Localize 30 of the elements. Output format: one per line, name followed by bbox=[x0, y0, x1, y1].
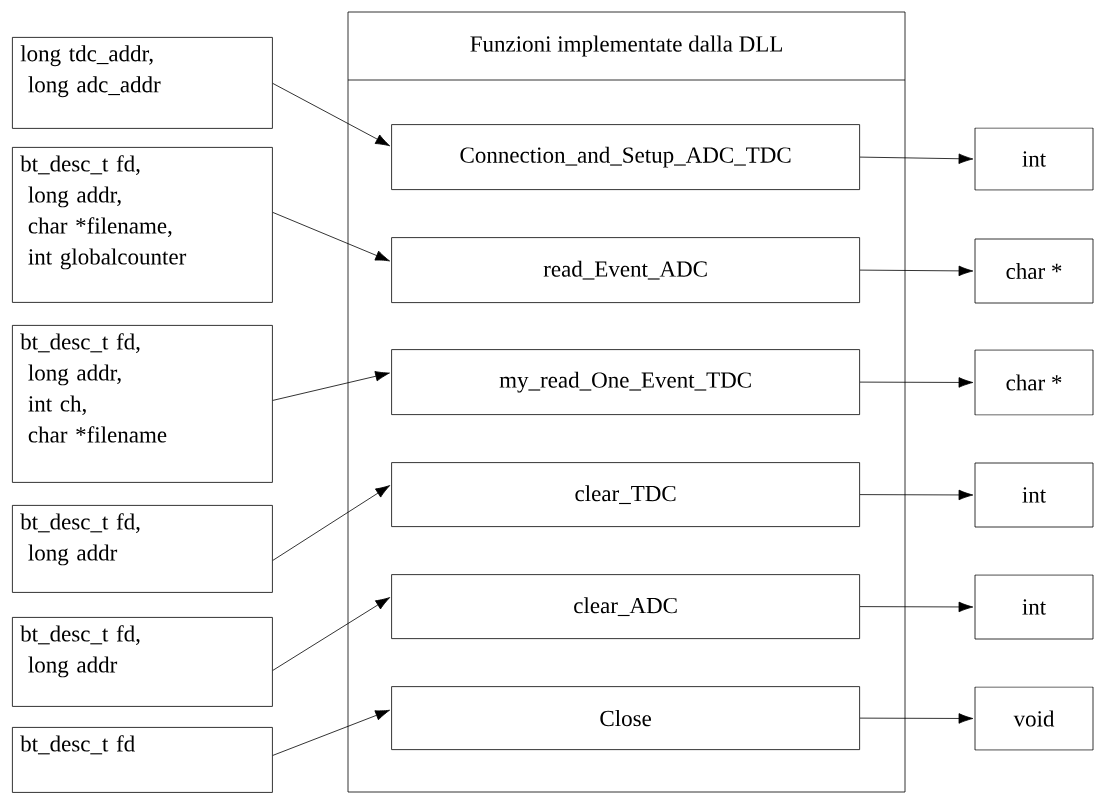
arrow bbox=[272, 212, 390, 262]
return-type-box: char * bbox=[974, 349, 1094, 416]
function-box: my_read_One_Event_TDC bbox=[391, 349, 860, 415]
arrow bbox=[272, 371, 390, 401]
arrow bbox=[272, 83, 391, 147]
return-type-box: void bbox=[974, 686, 1094, 751]
arrow bbox=[272, 709, 390, 756]
return-type-box: int bbox=[974, 462, 1094, 528]
arrow bbox=[859, 713, 974, 724]
arrow bbox=[859, 601, 974, 613]
arrow bbox=[859, 153, 974, 164]
arrow bbox=[272, 597, 391, 671]
parameter-box: bt_desc_t fd, long addr bbox=[12, 617, 273, 707]
arrow bbox=[859, 377, 974, 388]
parameter-box: bt_desc_t fd, long addr, int ch, char *filename bbox=[12, 325, 273, 483]
parameter-box: long tdc_addr, long adc_addr bbox=[12, 37, 273, 129]
parameter-box: bt_desc_t fd bbox=[12, 727, 273, 793]
parameter-box: bt_desc_t fd, long addr bbox=[12, 505, 273, 593]
return-type-box: char * bbox=[974, 238, 1094, 304]
function-box: clear_ADC bbox=[391, 574, 860, 639]
function-box: read_Event_ADC bbox=[391, 237, 860, 303]
return-type-box: int bbox=[974, 127, 1094, 191]
arrow bbox=[859, 489, 974, 501]
arrow bbox=[859, 265, 974, 277]
function-box: Connection_and_Setup_ADC_TDC bbox=[391, 124, 860, 190]
return-type-box: int bbox=[974, 574, 1094, 640]
arrow bbox=[272, 485, 391, 561]
function-box: Close bbox=[391, 686, 860, 750]
function-box: clear_TDC bbox=[391, 462, 860, 527]
parameter-box: bt_desc_t fd, long addr, char *filename, int globalcounter bbox=[12, 147, 273, 303]
